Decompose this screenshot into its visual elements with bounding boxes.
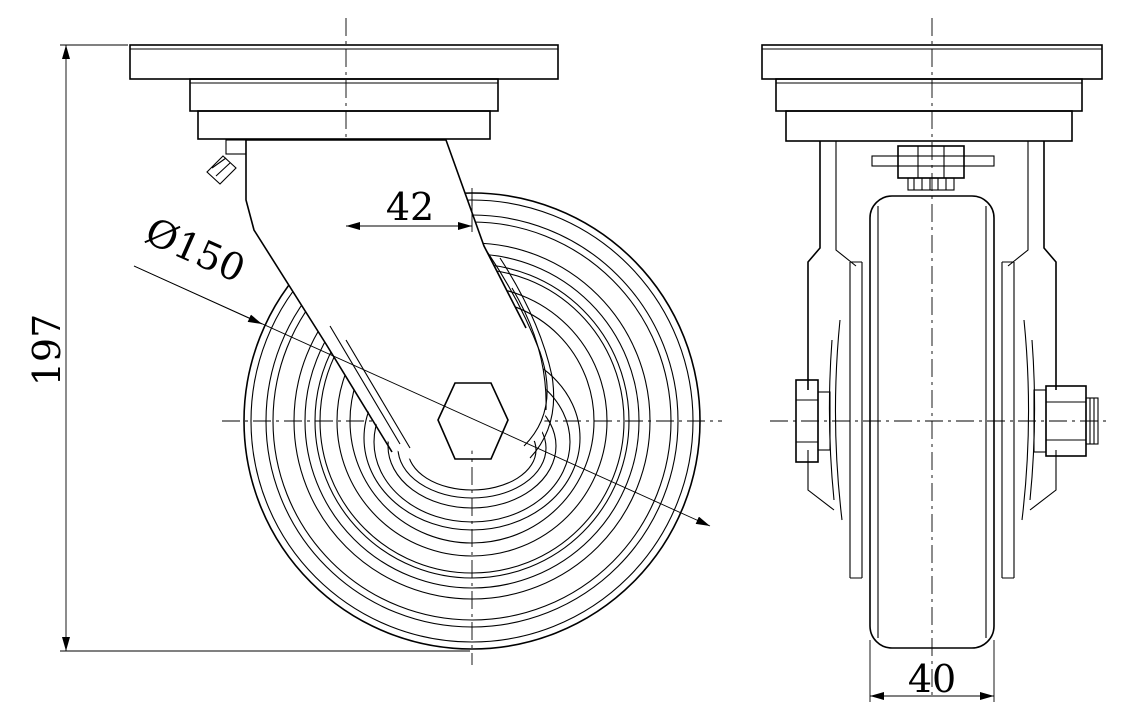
offset-dimension-label: 42 <box>386 185 434 229</box>
axle-nut <box>437 382 509 460</box>
width-dimension-label: 40 <box>908 657 956 701</box>
grease-nipple <box>206 139 247 185</box>
axle-bolt-head <box>795 379 831 463</box>
axle-threaded-end <box>1033 385 1099 457</box>
side-view <box>129 18 722 665</box>
dimension-offset: 42 <box>346 185 473 232</box>
diameter-dimension-label: Ø150 <box>139 209 252 291</box>
height-dimension-label: 197 <box>25 314 69 387</box>
dimension-height: 197 <box>25 44 470 652</box>
top-plate <box>129 44 559 140</box>
front-top-plate <box>761 44 1103 142</box>
front-view <box>761 18 1108 700</box>
front-fork-legs <box>807 141 1057 511</box>
kingpin-nut <box>871 145 995 191</box>
fork-leg <box>246 140 547 460</box>
dimension-width: 40 <box>869 640 995 702</box>
front-tire <box>869 195 995 649</box>
